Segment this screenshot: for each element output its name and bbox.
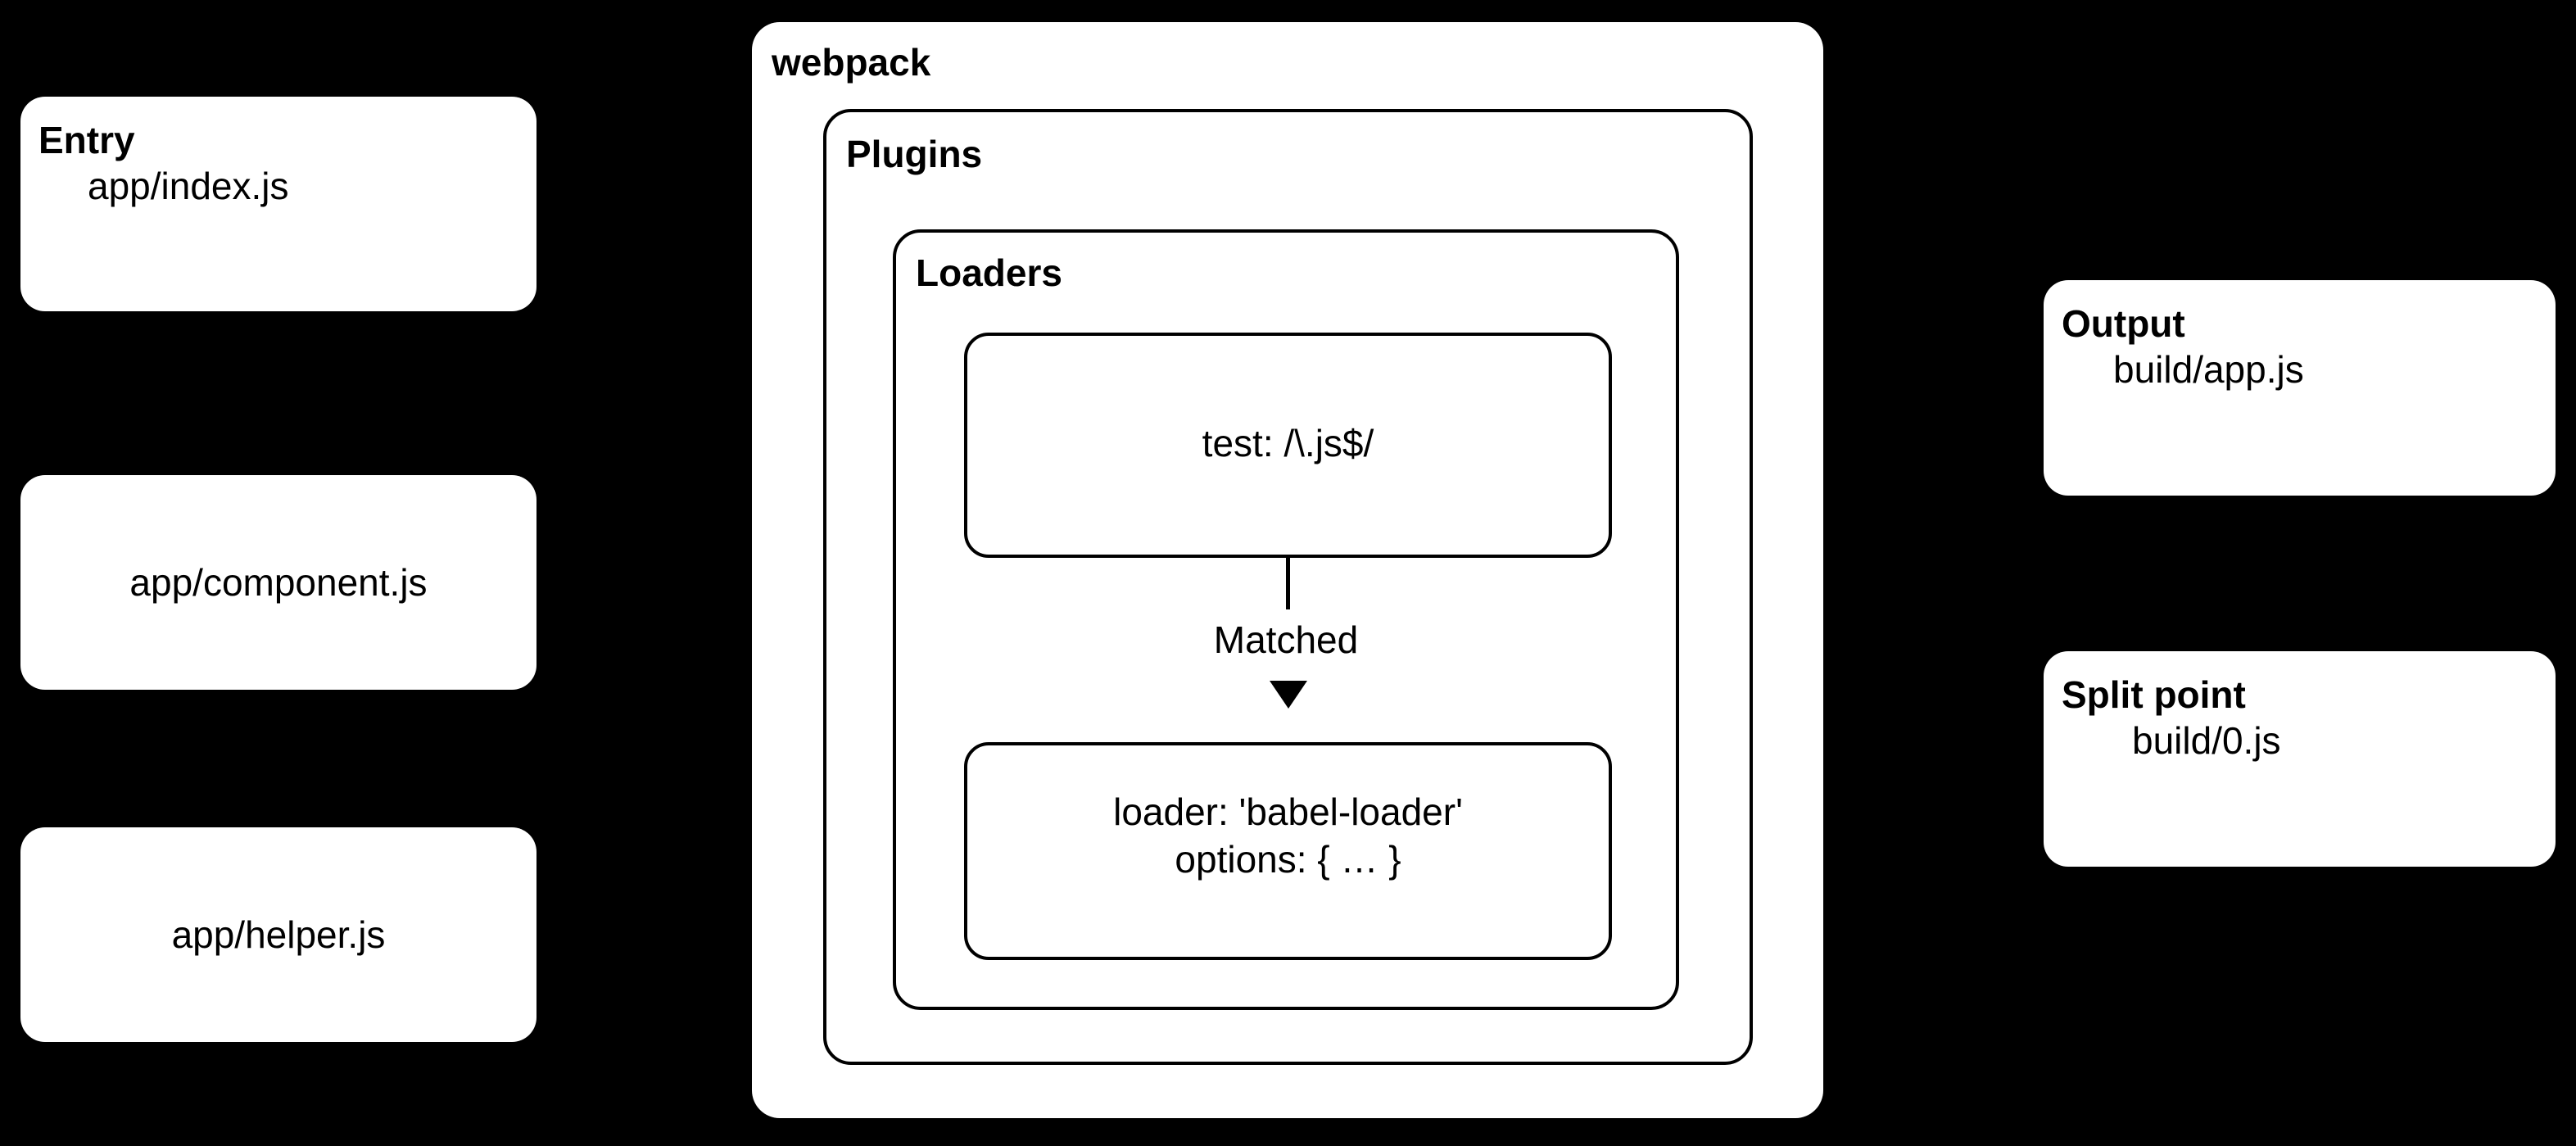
module-card-helper[interactable]: app/helper.js	[20, 827, 536, 1042]
entry-card-subtitle: app/index.js	[88, 165, 289, 207]
module-card-helper-label: app/helper.js	[171, 913, 386, 956]
entry-card-title: Entry	[38, 119, 135, 161]
loaders-container[interactable]: Loaders test: /\.js$/ Matched loader: 'b…	[893, 229, 1679, 1010]
output-card-title: Output	[2062, 302, 2185, 345]
plugins-container-title: Plugins	[846, 133, 983, 175]
loader-config-box[interactable]: loader: 'babel-loader' options: { … }	[964, 742, 1612, 960]
module-card-component-label: app/component.js	[129, 561, 428, 604]
loader-config-line-1: loader: 'babel-loader'	[1113, 790, 1463, 833]
loaders-container-title: Loaders	[916, 251, 1062, 294]
output-card[interactable]: Output build/app.js	[2044, 280, 2556, 496]
webpack-container-title: webpack	[772, 41, 931, 84]
split-point-card-subtitle: build/0.js	[2132, 719, 2281, 762]
loader-test-box[interactable]: test: /\.js$/	[964, 333, 1612, 558]
loader-config-line-2: options: { … }	[1175, 838, 1401, 881]
module-card-component[interactable]: app/component.js	[20, 475, 536, 690]
matched-arrow-stem	[1286, 558, 1290, 609]
entry-card[interactable]: Entry app/index.js	[20, 97, 536, 311]
output-card-subtitle: build/app.js	[2113, 348, 2304, 391]
loader-test-label: test: /\.js$/	[1202, 422, 1374, 464]
plugins-container[interactable]: Plugins Loaders test: /\.js$/ Matched lo…	[823, 109, 1753, 1065]
split-point-card[interactable]: Split point build/0.js	[2044, 651, 2556, 867]
matched-arrow-head	[1270, 681, 1307, 709]
webpack-container[interactable]: webpack Plugins Loaders test: /\.js$/ Ma…	[752, 22, 1823, 1118]
matched-arrow-label: Matched	[1213, 618, 1359, 661]
split-point-card-title: Split point	[2062, 673, 2246, 716]
